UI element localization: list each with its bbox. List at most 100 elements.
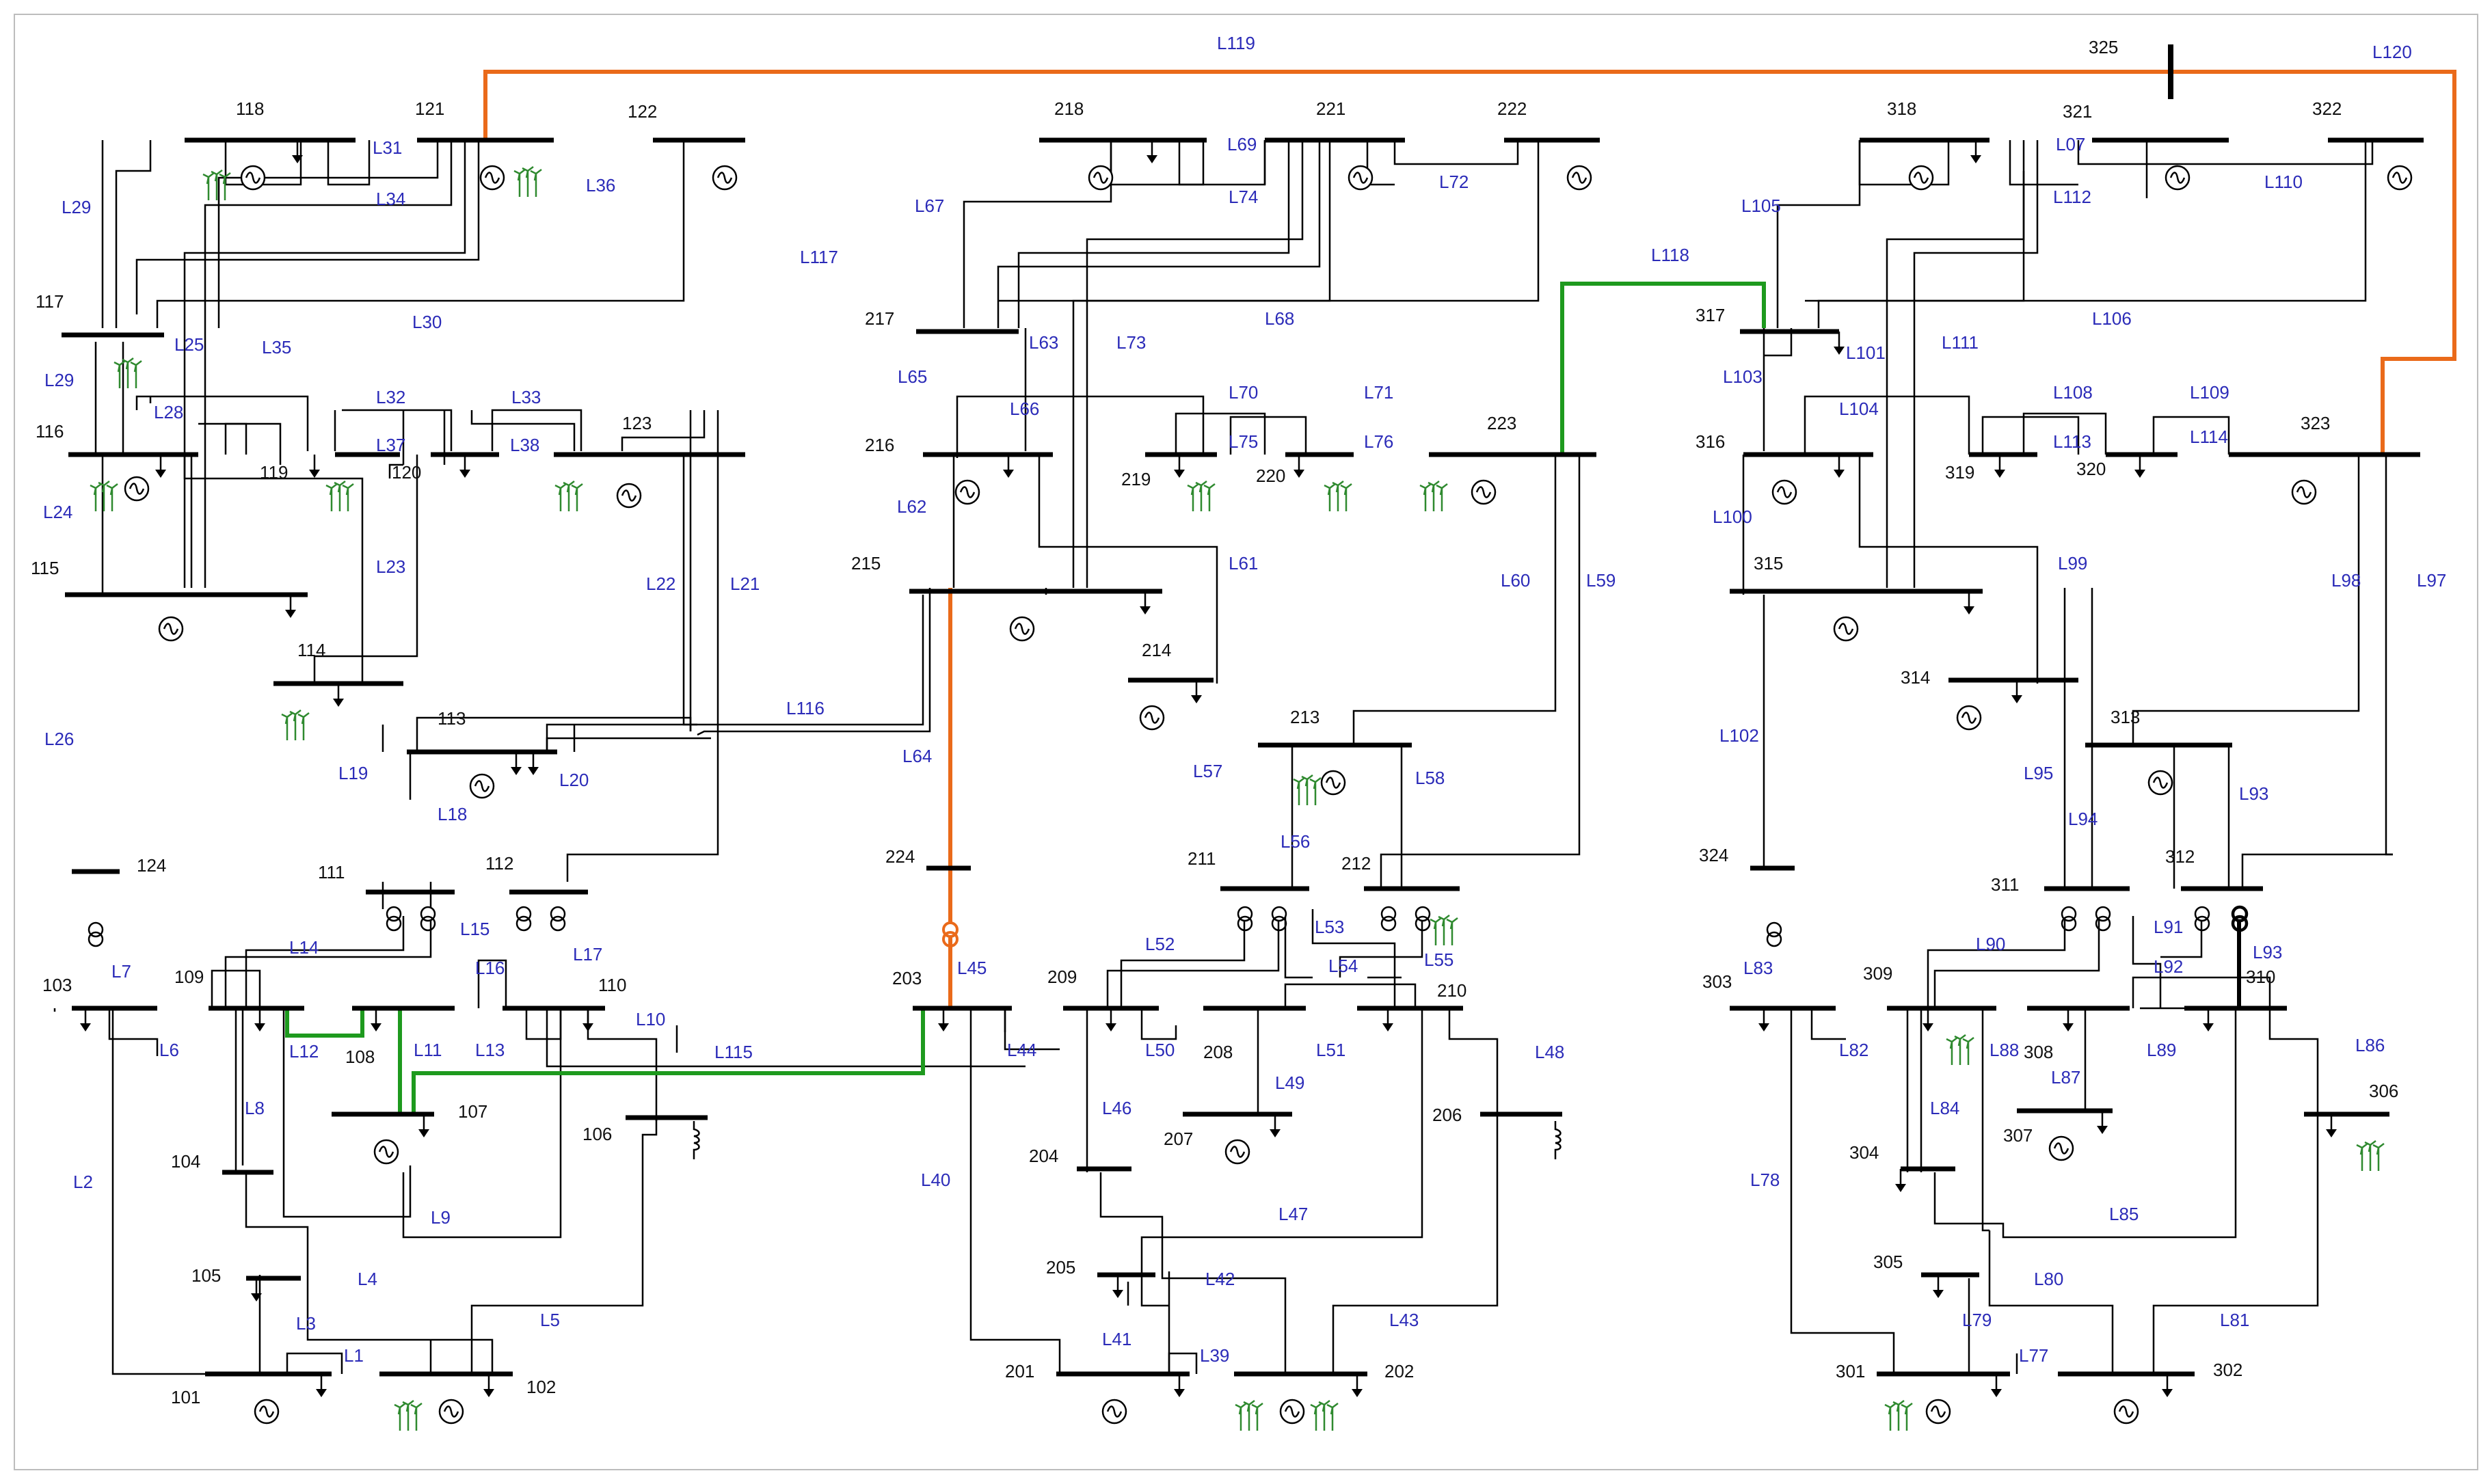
line-label: L64 xyxy=(902,746,932,766)
line-label: L50 xyxy=(1145,1040,1175,1060)
load-arrow-icon xyxy=(2010,679,2024,705)
line-L119-orange xyxy=(483,70,2456,455)
bus-label: 115 xyxy=(31,558,59,578)
wind-turbine-icon xyxy=(513,165,543,198)
line-label: L4 xyxy=(358,1269,377,1289)
bus-label: 203 xyxy=(892,968,922,988)
generator-icon xyxy=(1139,705,1165,731)
line-label: L18 xyxy=(438,804,467,824)
diagram-frame xyxy=(14,14,2478,1470)
bus-label: 317 xyxy=(1696,305,1725,325)
line-label: L62 xyxy=(897,496,926,517)
line-label: L67 xyxy=(915,195,944,216)
line-label: L61 xyxy=(1229,553,1258,574)
wind-turbine-icon xyxy=(1186,480,1216,513)
line-label: L26 xyxy=(44,729,74,749)
generator-icon xyxy=(479,165,505,191)
load-arrow-icon xyxy=(1832,330,1846,356)
load-arrow-icon xyxy=(1190,679,1203,705)
wind-turbine-icon xyxy=(1309,1399,1339,1432)
generator-icon xyxy=(2147,770,2173,796)
line-label: L91 xyxy=(2154,917,2183,937)
bus-label: 315 xyxy=(1754,553,1783,574)
line-label: L19 xyxy=(338,763,368,783)
line-label: L14 xyxy=(289,937,319,958)
line-label: L35 xyxy=(262,337,291,357)
bus-label: 113 xyxy=(438,708,466,729)
line-label: L40 xyxy=(921,1170,950,1190)
line-label: L69 xyxy=(1227,134,1257,154)
bus-label: 216 xyxy=(865,435,894,455)
bus-label: 101 xyxy=(171,1387,200,1407)
generator-icon xyxy=(2165,165,2190,191)
line-label: L63 xyxy=(1029,332,1058,353)
line-label: L87 xyxy=(2051,1067,2080,1088)
line-label: L114 xyxy=(2190,427,2228,447)
generator-icon xyxy=(158,616,184,642)
line-label: L100 xyxy=(1713,507,1752,527)
line-label: L92 xyxy=(2154,956,2183,977)
bus-label: 214 xyxy=(1142,640,1171,660)
line-label: L48 xyxy=(1535,1042,1564,1062)
line-label: L29 xyxy=(62,197,91,217)
bus-label: 320 xyxy=(2076,459,2106,479)
wind-turbine-icon xyxy=(1945,1034,1975,1066)
generator-icon xyxy=(1320,770,1346,796)
line-label: L80 xyxy=(2034,1269,2063,1289)
reactor-icon xyxy=(1554,1120,1562,1161)
bus-label: 308 xyxy=(2024,1042,2053,1062)
line-label: L36 xyxy=(586,175,615,195)
line-L12-green xyxy=(285,1008,364,1038)
line-label: L111 xyxy=(1942,332,1979,353)
transformer-icon xyxy=(1380,906,1397,932)
load-arrow-icon xyxy=(937,1007,950,1033)
line-label: L55 xyxy=(1424,949,1453,970)
bus-label: 319 xyxy=(1945,462,1974,483)
load-arrow-icon xyxy=(526,751,540,777)
load-arrow-icon xyxy=(2324,1113,2338,1139)
line-label: L3 xyxy=(296,1313,316,1334)
line-label: L71 xyxy=(1364,382,1393,403)
line-label: L112 xyxy=(2053,187,2091,207)
bus-label: 207 xyxy=(1164,1129,1193,1149)
load-arrow-icon xyxy=(154,453,168,479)
bus-label: 210 xyxy=(1437,980,1466,1001)
line-label: L38 xyxy=(510,435,539,455)
line-label: L6 xyxy=(159,1040,179,1060)
line-label: L56 xyxy=(1281,831,1310,852)
line-label: L41 xyxy=(1102,1329,1131,1349)
bus-label: 306 xyxy=(2369,1081,2398,1101)
generator-icon xyxy=(2291,479,2317,505)
bus-label: 321 xyxy=(2063,101,2092,122)
generator-icon xyxy=(469,773,495,799)
generator-icon xyxy=(1471,479,1497,505)
bus-label: 221 xyxy=(1316,98,1345,119)
line-label: L72 xyxy=(1439,172,1469,192)
bus-label: 116 xyxy=(36,421,64,442)
line-label: L45 xyxy=(957,958,987,978)
bus-label: 209 xyxy=(1047,967,1077,987)
wind-turbine-icon xyxy=(89,480,119,513)
line-label: L1 xyxy=(344,1345,364,1366)
load-arrow-icon xyxy=(1350,1373,1364,1399)
wind-turbine-icon xyxy=(1234,1399,1264,1432)
line-label: L105 xyxy=(1741,195,1781,216)
line-L115-green xyxy=(412,1008,925,1114)
line-label: L07 xyxy=(2056,134,2085,154)
bus-label: 213 xyxy=(1290,707,1319,727)
load-arrow-icon xyxy=(2061,1007,2075,1033)
line-label: L39 xyxy=(1200,1345,1229,1366)
load-arrow-icon xyxy=(1111,1273,1125,1299)
reactors xyxy=(693,1120,1562,1161)
load-arrow-icon xyxy=(1138,590,1152,616)
transmission-lines xyxy=(53,140,2393,1375)
line-label: L94 xyxy=(2068,809,2098,829)
transformer-icon xyxy=(1766,921,1782,947)
line-label: L37 xyxy=(376,435,405,455)
transformer-icon xyxy=(515,906,532,932)
bus-label: 117 xyxy=(36,291,64,312)
bus-label: 119 xyxy=(260,462,288,483)
generator-icon xyxy=(1771,479,1797,505)
line-L118-green xyxy=(1560,282,1766,455)
line-label: L51 xyxy=(1316,1040,1345,1060)
